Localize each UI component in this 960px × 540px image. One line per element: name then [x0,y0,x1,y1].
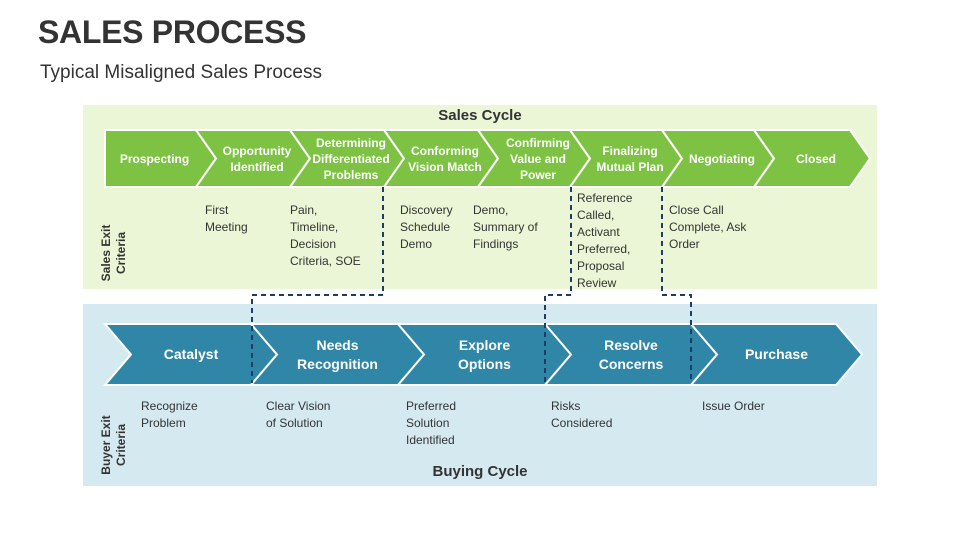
buying-step-label: Purchase [744,346,809,362]
buyer-exit-criterion: Preferred Solution Identified [406,399,457,447]
sales-step-label: Conforming Vision Match [408,143,482,174]
buying-step-label: Resolve Concerns [598,336,664,372]
sales-step-label: Negotiating [689,151,755,166]
sales-cycle-label: Sales Cycle [438,107,522,124]
sales-step-label: Determining Differentiated Problems [312,135,390,182]
sales-exit-criteria-label: Sales Exit Criteria [99,224,128,282]
sales-step-label: Opportunity Identified [222,143,292,174]
sales-exit-criterion: Reference Called, Activant Preferred, Pr… [577,191,633,290]
buyer-exit-criterion: Issue Order [702,399,765,413]
buying-cycle-label: Buying Cycle [432,463,528,480]
page-subtitle: Typical Misaligned Sales Process [40,62,322,83]
sales-exit-criterion: Discovery Schedule Demo [400,203,453,251]
sales-step-label: Closed [795,151,836,166]
buyer-exit-criterion: Recognize Problem [141,399,198,430]
sales-step-label: Finalizing Mutual Plan [596,143,664,174]
sales-exit-criterion: Pain, Timeline, Decision Criteria, SOE [290,203,361,268]
buyer-exit-criteria-label: Buyer Exit Criteria [99,415,128,475]
sales-exit-criterion: Demo, Summary of Findings [473,203,538,251]
buying-step-label: Needs Recognition [297,336,378,372]
buying-step-label: Explore Options [458,336,511,372]
buying-step-label: Catalyst [163,346,219,362]
buyer-exit-criterion: Clear Vision of Solution [266,399,331,430]
sales-exit-criterion: First Meeting [205,203,248,234]
sales-step-label: Prospecting [119,151,190,166]
sales-exit-criterion: Close Call Complete, Ask Order [669,203,747,251]
buyer-exit-criterion: Risks Considered [551,399,613,430]
page-title: SALES PROCESS [38,14,307,50]
sales-step-label: Confirming Value and Power [506,135,570,182]
